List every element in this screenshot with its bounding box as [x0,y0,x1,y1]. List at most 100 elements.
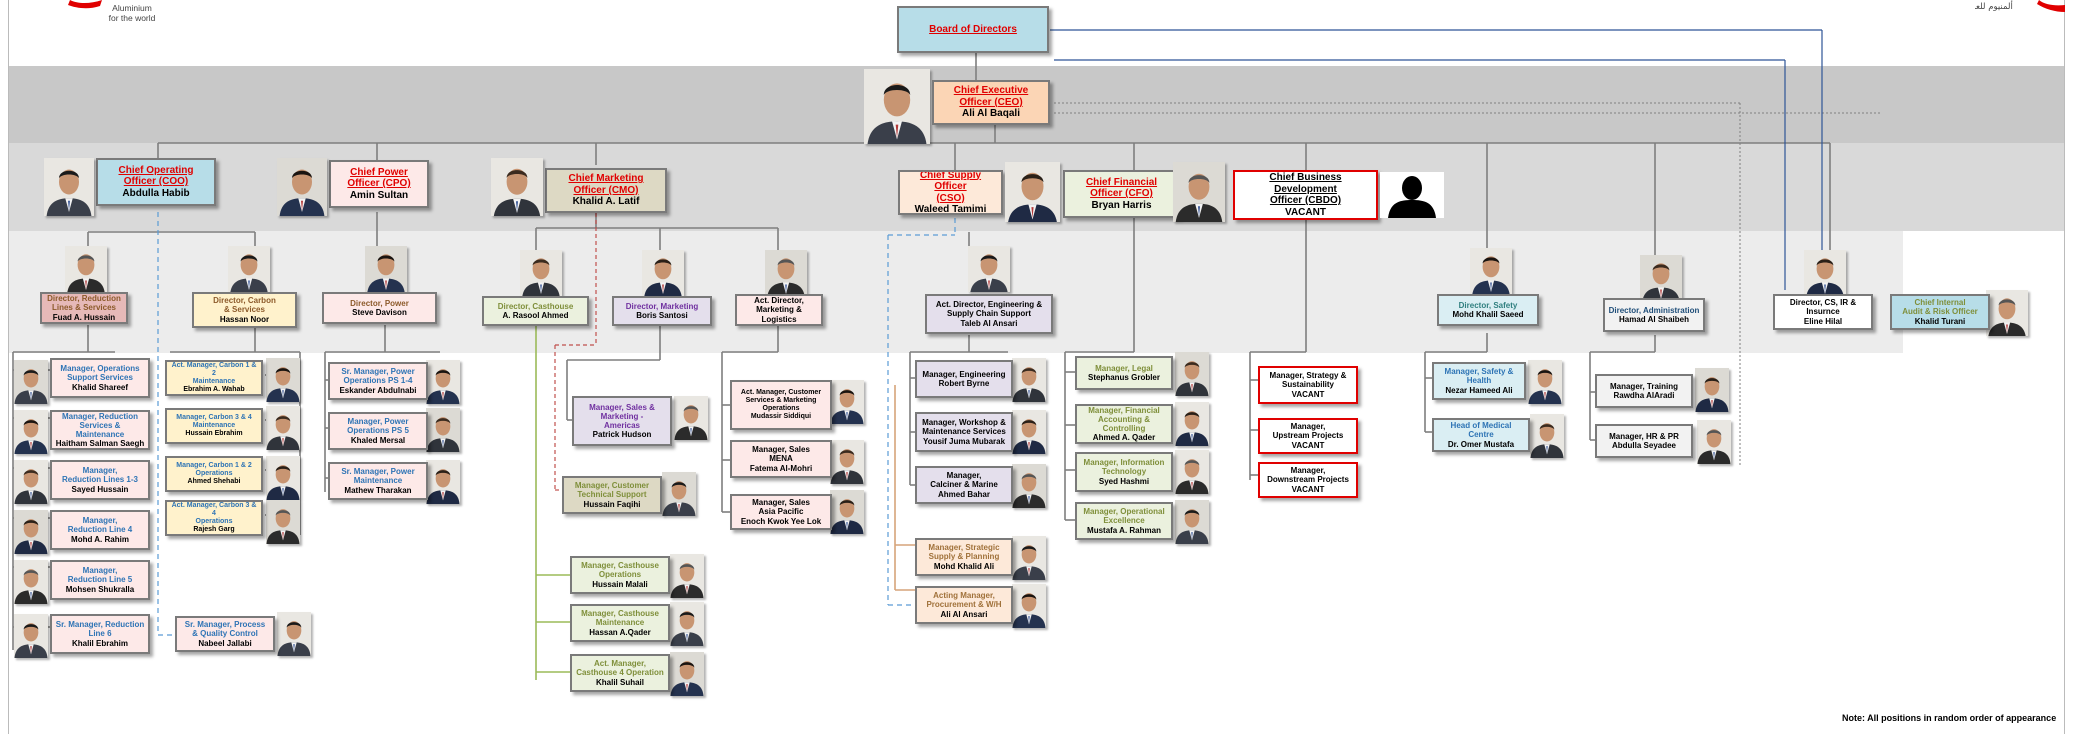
director-mkt-logistics-photo [765,250,807,296]
person-name: Boris Santosi [636,311,688,320]
position-title: Operations [762,405,800,412]
person-name: VACANT [1291,440,1325,450]
person-name: Haitham Salman Saegh [55,439,145,449]
position-title: Acting Manager, [933,591,995,601]
person-name: Hassan Noor [219,314,270,324]
position-title: Support Services [67,373,133,383]
person-name: Hussain Ebrahim [185,430,243,438]
cmo-photo [491,158,543,216]
position-title: Downstream Projects [1267,475,1349,485]
director-reduction-photo [65,246,107,292]
position-title: Manager, Sales [752,445,810,455]
person-name: Taleb Al Ansari [960,318,1018,328]
position-title: Act. Director, [754,296,804,306]
position-title: Chief Internal [1914,298,1966,308]
manager-op-excellence-photo [1175,500,1209,544]
manager-red-services-photo [14,410,48,454]
position-title: Manager, Operations [60,364,140,374]
manager-cast-4-photo [670,652,704,696]
person-name: Fatema Al-Mohri [749,463,813,473]
position-title: Marketing & Logistics [756,305,802,324]
position-title: Manager, Strategy & [1269,371,1347,381]
position-title: Sr. Manager, Process [184,620,266,630]
manager-red-line-4-photo [14,510,48,554]
cso-box: Chief Supply Officer(CSO)Waleed Tamimi [898,170,1003,215]
position-title: Manager, Information [1083,458,1165,468]
person-name: VACANT [1285,206,1326,218]
position-title: Officer (CFO) [1090,188,1153,200]
person-name: Khaled Mersal [350,435,406,445]
person-name: Fuad A. Hussain [52,312,116,322]
manager-red-line-6-photo [14,614,48,658]
person-name: Ahmed A. Qader [1092,433,1156,443]
person-name: Mohd Khalid Ali [933,561,995,571]
manager-engineering-photo [1012,358,1046,402]
position-title: Manager, [82,466,118,476]
manager-sales-mena-photo [830,440,864,484]
manager-legal-photo [1175,352,1209,396]
position-title: Operations [195,469,233,477]
footnote: Note: All positions in random order of a… [1842,713,2057,723]
position-title: Sr. Manager, Power [341,467,415,477]
position-title: Excellence [1103,516,1145,526]
manager-tech-support-photo [662,472,696,516]
position-title: Asia Pacific [758,507,804,517]
position-title: Operations PS 1-4 [343,376,413,386]
manager-power-ps5-photo [426,408,460,452]
director-engineering-photo [968,246,1010,292]
position-title: Calciner & Marine [930,480,998,490]
director-carbon-photo [228,246,270,292]
position-title: Casthouse 4 Operation [576,668,664,678]
position-title: Reduction Lines 1-3 [61,475,138,485]
position-title: Line 6 [88,629,112,639]
manager-ops-support-photo [14,360,48,404]
ceo-photo [864,69,930,144]
position-title: Sustainability [1281,380,1334,390]
position-title: & Quality Control [192,629,258,639]
position-title: Audit & Risk Officer [1902,307,1978,317]
person-name: Yousif Juma Mubarak [922,436,1006,446]
position-title: Maintenance Services [922,427,1006,437]
coo-photo [44,158,94,216]
position-title: (CSO) [936,192,965,204]
director-power-photo [365,246,407,292]
person-name: Abdulla Seyadee [1611,441,1677,450]
position-title: Officer (CPO) [347,178,411,190]
manager-cast-ops-photo [670,554,704,598]
person-name: Hassan A.Qader [589,627,651,637]
position-title: Services & Marketing [745,396,817,404]
person-name: Ebrahim A. Wahab [183,386,245,394]
position-title: Supply Chain Support [947,309,1031,319]
person-name: Rajesh Garg [193,526,235,534]
position-title: Act. Director, Engineering & [935,300,1043,310]
person-name: Mohd A. Rahim [71,534,129,544]
person-name: Hussain Malali [592,579,648,589]
person-name: Robert Byrne [938,379,990,388]
manager-hr-pr-photo [1697,420,1731,464]
position-title: Health [1466,376,1492,386]
position-title: Manager, Sales & [589,402,655,412]
manager-carbon-34-maint-photo [266,406,300,450]
person-name: Waleed Tamimi [914,204,987,215]
